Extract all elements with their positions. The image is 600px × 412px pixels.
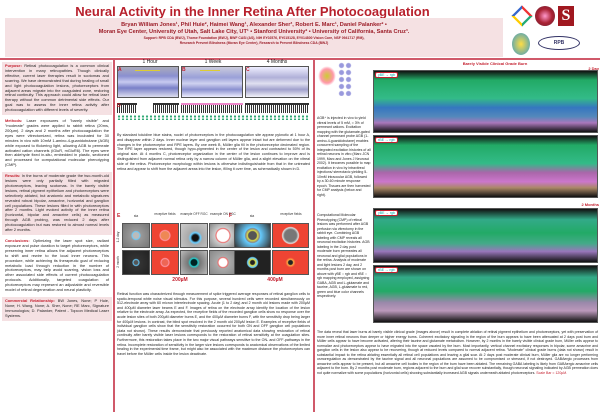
commercial-text: BW Jones, None; P Huie, None; H. Wang, N… (5, 297, 110, 318)
function-text: Retinal function was characterized throu… (117, 292, 310, 356)
cmp-image-2month-gamma (373, 208, 598, 263)
f-sta-month (234, 250, 271, 275)
lesion-marker (135, 70, 160, 71)
commercial-section: Commercial Relationship: BW Jones, None;… (2, 296, 112, 321)
mapping-tag: τBE → rgb (375, 267, 398, 273)
e-col-sta: sta (133, 214, 139, 218)
label-4-months: 4 Months (266, 59, 288, 65)
e-col-rf: receptive fields (154, 212, 176, 216)
panel-label-c: C (246, 67, 250, 73)
image-title: Barely Visible Clinical Grade Burn (462, 61, 528, 66)
retina-logo-icon (535, 6, 555, 26)
results-text: In the burns of moderate grade the two-m… (5, 173, 109, 233)
e-sta-day (122, 223, 150, 248)
lesion-marker (200, 70, 220, 71)
schematic-d-3 (245, 103, 309, 113)
stanford-logo-icon: S (558, 6, 574, 26)
ucsc-logo-icon (512, 33, 530, 55)
cmp-image-2day-tau (373, 135, 598, 198)
conclusions-section: Conclusions: Optimizing the laser spot s… (2, 237, 112, 295)
panel-label-e: E (117, 213, 121, 219)
e-on-month (209, 250, 237, 275)
data-summary: The data reveal that laser burns at bare… (317, 330, 598, 375)
conclusion-text: The data reveal that laser burns at bare… (317, 330, 598, 375)
support-line-2: Research Prevent Blindness (Moran Eye Ce… (179, 40, 329, 45)
cmp-text: Computational Molecular Phenotyping (CMP… (317, 213, 370, 298)
f-col-sta: sta (249, 214, 255, 218)
histology-1-hour (117, 66, 179, 98)
histology-1-week (181, 66, 243, 98)
methods-section: Methods: Laser exposures of "barely visi… (2, 117, 112, 170)
label-200um: 200µM (172, 277, 188, 283)
methods-text: Laser exposures of "barely visible" and … (5, 118, 109, 168)
mapping-tag: γBE → rgb (375, 72, 398, 78)
e-rf-month (151, 250, 179, 275)
author-box: Bryan William Jones¹, Phil Huie², Haimei… (5, 18, 503, 57)
schematic-gap (137, 103, 153, 113)
mapping-tag: τBE → rgb (375, 137, 398, 143)
panel-label-d: D (117, 103, 121, 109)
f-rf-month (272, 250, 309, 275)
scale-bar-note: Scale Bar = 120µM. (536, 370, 568, 375)
methods-heading: Methods: (5, 118, 23, 124)
left-column: Purpose: Retinal photocoagulation is a c… (2, 62, 112, 321)
conclusions-heading: Conclusions: (5, 238, 30, 243)
panel-label-a: A (118, 67, 122, 73)
schematic-cells (117, 115, 309, 120)
authors: Bryan William Jones¹, Phil Huie², Haimei… (121, 22, 387, 28)
results-section: Results: In the burns of moderate grade … (2, 172, 112, 235)
header-divider (0, 58, 600, 60)
e-sta-month (122, 250, 150, 275)
panel-label-b: B (182, 67, 186, 73)
e-off-month (180, 250, 208, 275)
cmp-image-2month-tau (373, 265, 598, 323)
e-off-day (180, 223, 208, 248)
e-col-off: example OFF RGC (180, 212, 208, 216)
column-divider (113, 60, 115, 412)
e-col-on: example ON RGC (210, 212, 236, 216)
label-1-week: 1 Week (204, 59, 222, 65)
f-rf-day (272, 223, 309, 248)
affiliations: Moran Eye Center, University of Utah, Sa… (98, 29, 410, 35)
histology-4-months (245, 66, 309, 98)
results-heading: Results: (5, 173, 21, 179)
rpb-logo-icon: RPB (538, 36, 580, 50)
cmp-image-2day-gamma (373, 70, 598, 133)
purpose-section: Purpose: Retinal photocoagulation is a c… (2, 62, 112, 116)
e-row-1-2-day: 1-2 day (116, 231, 120, 243)
f-sta-day (234, 223, 271, 248)
support-line-1: Support: RPB CDA (BWJ), Thome Foundation… (143, 36, 365, 40)
poster-title: Neural Activity in the Inner Retina Afte… (75, 4, 430, 19)
label-2-months: 2 Months (581, 202, 599, 207)
agb-molecule-icon (318, 66, 336, 86)
label-400um: 400µM (267, 277, 283, 283)
column-divider (313, 60, 315, 412)
commercial-heading: Commercial Relationship: (5, 297, 55, 303)
label-2-day: 2 Day (588, 66, 599, 71)
purpose-heading: Purpose: (5, 63, 22, 68)
f-col-rf: receptive fields (280, 212, 302, 216)
panel-label-f: F (229, 213, 233, 219)
e-row-2-month: 2 month (116, 256, 120, 268)
agb-structure-icon (338, 62, 352, 96)
purpose-text: Retinal photocoagulation is a common cli… (5, 63, 109, 113)
agb-text: AGB⁺ is injected in vivo to yield vitrea… (317, 116, 371, 197)
schematic-d-2 (181, 103, 243, 113)
e-rf-day (151, 223, 179, 248)
conclusions-text: Optimizing the laser spot size, radiant … (5, 238, 109, 293)
mapping-tag: γBE → rgb (375, 210, 398, 216)
label-1-hour: 1 Hour (142, 59, 158, 65)
e-on-day (209, 223, 237, 248)
histology-text: By standard toluidine blue stains, nucle… (117, 133, 310, 171)
moran-logo-icon (511, 5, 533, 27)
